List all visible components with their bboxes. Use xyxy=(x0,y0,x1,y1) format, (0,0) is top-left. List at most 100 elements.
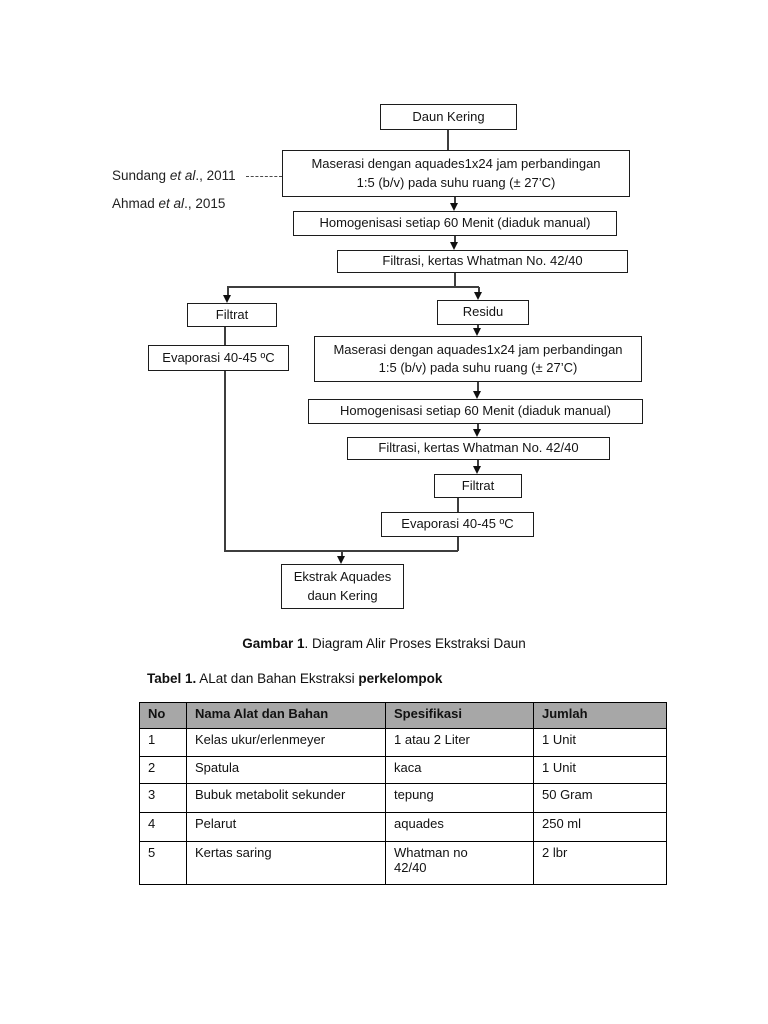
node-label: Daun Kering xyxy=(412,108,485,124)
node-label: Filtrasi, kertas Whatman No. 42/40 xyxy=(378,440,579,456)
table-cell: Kertas saring xyxy=(186,841,386,885)
table-cell: aquades xyxy=(385,812,534,842)
column-header-spesifikasi: Spesifikasi xyxy=(385,702,534,729)
arrow-down-icon xyxy=(474,292,482,300)
node-homogenisasi-2: Homogenisasi setiap 60 Menit (diaduk man… xyxy=(308,399,643,424)
alat-bahan-table: No Nama Alat dan Bahan Spesifikasi Jumla… xyxy=(139,702,667,885)
node-residu: Residu xyxy=(437,300,529,325)
flow-line xyxy=(341,551,343,558)
node-label: Evaporasi 40-45 ºC xyxy=(162,349,275,365)
table-cell: kaca xyxy=(385,756,534,784)
table-cell: 1 atau 2 Liter xyxy=(385,728,534,757)
node-homogenisasi-1: Homogenisasi setiap 60 Menit (diaduk man… xyxy=(293,211,617,236)
citation-text: Ahmad xyxy=(112,196,159,211)
node-maserasi-2: Maserasi dengan aquades1x24 jam perbandi… xyxy=(314,336,642,382)
figure-caption-text: . Diagram Alir Proses Ekstraksi Daun xyxy=(304,636,526,651)
node-filtrat-1: Filtrat xyxy=(187,303,277,327)
flow-line xyxy=(224,550,458,552)
table-caption-bold: Tabel 1. xyxy=(147,671,197,686)
arrow-down-icon xyxy=(450,203,458,211)
flow-line xyxy=(454,197,456,205)
table-cell: Whatman no 42/40 xyxy=(385,841,534,885)
table-cell: Pelarut xyxy=(186,812,386,842)
node-filtrasi-2: Filtrasi, kertas Whatman No. 42/40 xyxy=(347,437,610,460)
table-cell: 2 xyxy=(139,756,187,784)
table-cell: 50 Gram xyxy=(533,783,667,813)
figure-caption-bold: Gambar 1 xyxy=(242,636,305,651)
arrow-down-icon xyxy=(473,429,481,437)
table-cell: 1 xyxy=(139,728,187,757)
flow-line xyxy=(457,498,459,512)
node-label: 1:5 (b/v) pada suhu ruang (± 27’C) xyxy=(356,174,556,190)
table-caption-text: ALat dan Bahan Ekstraksi xyxy=(196,671,359,686)
column-header-nama: Nama Alat dan Bahan xyxy=(186,702,386,729)
node-label: Ekstrak Aquades xyxy=(293,569,392,585)
citation-text: ., 2015 xyxy=(184,196,226,211)
flow-line xyxy=(457,537,459,551)
node-label: Maserasi dengan aquades1x24 jam perbandi… xyxy=(311,156,601,172)
node-label: Filtrat xyxy=(215,306,249,322)
flow-line xyxy=(447,130,449,150)
flow-line xyxy=(477,325,479,329)
table-cell: 5 xyxy=(139,841,187,885)
table-row: 1 Kelas ukur/erlenmeyer 1 atau 2 Liter 1… xyxy=(139,728,667,757)
table-row: 5 Kertas saring Whatman no 42/40 2 lbr xyxy=(139,841,667,885)
node-evaporasi-2: Evaporasi 40-45 ºC xyxy=(381,512,534,537)
node-label: Homogenisasi setiap 60 Menit (diaduk man… xyxy=(340,403,611,419)
citation-ahmad: Ahmad et al., 2015 xyxy=(112,196,225,211)
node-filtrat-2: Filtrat xyxy=(434,474,522,498)
column-header-no: No xyxy=(139,702,187,729)
table-row: 4 Pelarut aquades 250 ml xyxy=(139,812,667,842)
table-cell: Kelas ukur/erlenmeyer xyxy=(186,728,386,757)
flow-line xyxy=(477,424,479,430)
citation-sundang: Sundang et al., 2011 xyxy=(112,168,236,183)
node-label: Evaporasi 40-45 ºC xyxy=(401,516,514,532)
node-maserasi-1: Maserasi dengan aquades1x24 jam perbandi… xyxy=(282,150,630,197)
arrow-down-icon xyxy=(473,391,481,399)
citation-text: ., 2011 xyxy=(195,168,236,183)
flow-line xyxy=(227,286,479,288)
citation-dashed-connector xyxy=(246,176,282,177)
citation-etal: et al xyxy=(158,196,185,211)
citation-text: Sundang xyxy=(112,168,170,183)
table-cell: 2 lbr xyxy=(533,841,667,885)
table-cell: 4 xyxy=(139,812,187,842)
flow-line xyxy=(454,236,456,244)
node-label: Filtrat xyxy=(461,477,495,493)
node-daun-kering: Daun Kering xyxy=(380,104,517,130)
citation-etal: et al xyxy=(169,168,196,183)
flow-line xyxy=(454,273,456,287)
node-label: daun Kering xyxy=(307,587,378,603)
node-label: 1:5 (b/v) pada suhu ruang (± 27’C) xyxy=(378,360,578,375)
arrow-down-icon xyxy=(223,295,231,303)
flow-line xyxy=(478,287,480,293)
arrow-down-icon xyxy=(473,328,481,336)
node-ekstrak: Ekstrak Aquades daun Kering xyxy=(281,564,404,609)
node-label: Residu xyxy=(462,304,504,320)
arrow-down-icon xyxy=(337,556,345,564)
node-label: Maserasi dengan aquades1x24 jam perbandi… xyxy=(333,341,623,357)
table-row: 2 Spatula kaca 1 Unit xyxy=(139,756,667,784)
table-cell: 1 Unit xyxy=(533,756,667,784)
column-header-jumlah: Jumlah xyxy=(533,702,667,729)
table-cell: 250 ml xyxy=(533,812,667,842)
node-label: Filtrasi, kertas Whatman No. 42/40 xyxy=(382,253,583,269)
flow-line xyxy=(227,287,229,296)
figure-caption: Gambar 1. Diagram Alir Proses Ekstraksi … xyxy=(0,636,768,651)
node-filtrasi-1: Filtrasi, kertas Whatman No. 42/40 xyxy=(337,250,628,273)
table-row: 3 Bubuk metabolit sekunder tepung 50 Gra… xyxy=(139,783,667,813)
flow-line xyxy=(477,460,479,467)
table-cell: Spatula xyxy=(186,756,386,784)
table-cell: tepung xyxy=(385,783,534,813)
table-caption: Tabel 1. ALat dan Bahan Ekstraksi perkel… xyxy=(147,671,442,686)
arrow-down-icon xyxy=(450,242,458,250)
flow-line xyxy=(224,327,226,345)
flow-line xyxy=(224,371,226,551)
table-cell: 1 Unit xyxy=(533,728,667,757)
node-evaporasi-1: Evaporasi 40-45 ºC xyxy=(148,345,289,371)
node-label: Homogenisasi setiap 60 Menit (diaduk man… xyxy=(319,215,591,231)
arrow-down-icon xyxy=(473,466,481,474)
table-header-row: No Nama Alat dan Bahan Spesifikasi Jumla… xyxy=(139,702,667,729)
table-cell: 3 xyxy=(139,783,187,813)
